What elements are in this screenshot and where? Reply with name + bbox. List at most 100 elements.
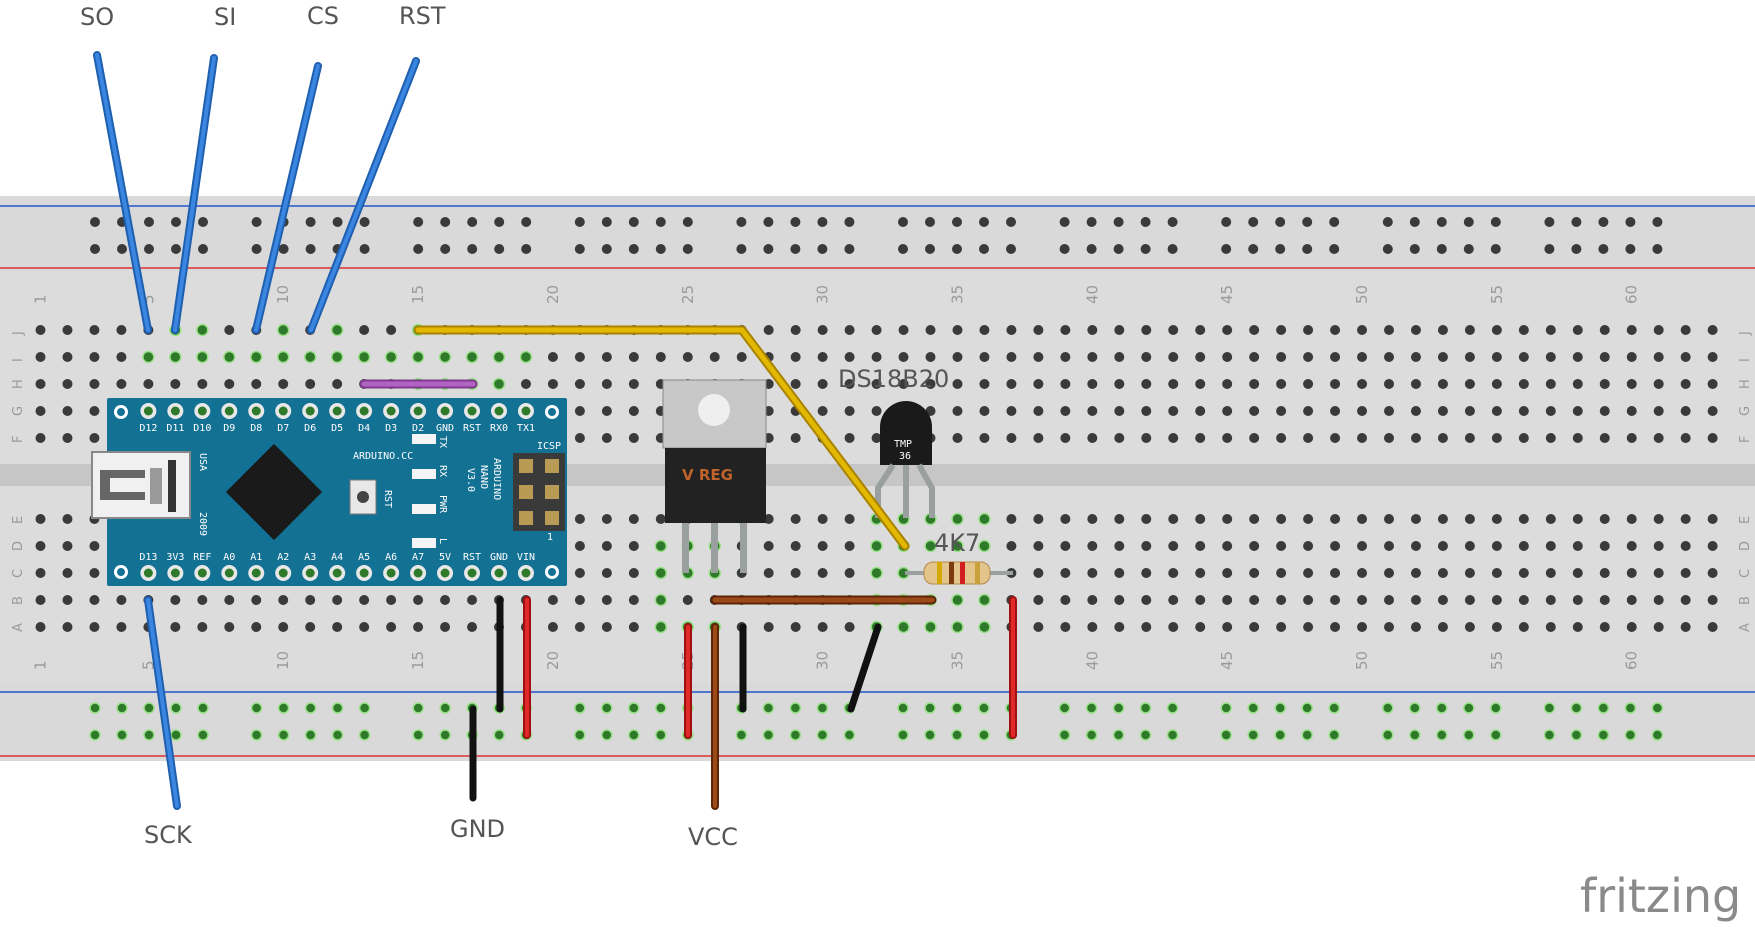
svg-text:G: G xyxy=(1738,406,1753,416)
svg-text:30: 30 xyxy=(814,651,832,670)
svg-text:3V3: 3V3 xyxy=(166,552,184,563)
svg-text:B: B xyxy=(1738,596,1753,605)
svg-text:I: I xyxy=(1738,358,1753,362)
svg-text:J: J xyxy=(1738,331,1753,336)
ds18b20-sensor: TMP 36 xyxy=(875,401,935,518)
svg-text:1: 1 xyxy=(32,294,50,304)
svg-text:A: A xyxy=(11,623,26,632)
svg-text:35: 35 xyxy=(948,651,966,670)
svg-text:10: 10 xyxy=(274,651,292,670)
arduino-board xyxy=(107,398,567,586)
svg-text:J: J xyxy=(11,331,26,336)
svg-text:C: C xyxy=(11,569,26,578)
svg-text:10: 10 xyxy=(274,285,292,304)
breadboard-top-rail xyxy=(0,196,1755,271)
wires xyxy=(93,51,1017,810)
svg-text:E: E xyxy=(11,516,26,524)
icsp-label: ICSP xyxy=(537,441,561,452)
label-sck: SCK xyxy=(144,821,193,849)
svg-text:A2: A2 xyxy=(277,552,289,563)
label-cs: CS xyxy=(307,2,339,30)
svg-text:5: 5 xyxy=(139,294,157,304)
resistor-4k7 xyxy=(905,561,1013,585)
svg-text:GND: GND xyxy=(436,423,454,434)
svg-text:45: 45 xyxy=(1218,285,1236,304)
svg-text:A6: A6 xyxy=(385,552,397,563)
svg-text:D13: D13 xyxy=(139,552,157,563)
wire-gnd-sensor xyxy=(847,623,882,713)
sensor-name: DS18B20 xyxy=(838,365,949,393)
svg-text:60: 60 xyxy=(1623,651,1641,670)
svg-text:30: 30 xyxy=(814,285,832,304)
label-rst: RST xyxy=(399,2,446,30)
vreg-label: V REG xyxy=(682,466,733,484)
svg-text:D2: D2 xyxy=(412,423,424,434)
svg-text:D11: D11 xyxy=(166,423,184,434)
svg-text:D4: D4 xyxy=(358,423,370,434)
svg-text:45: 45 xyxy=(1218,651,1236,670)
svg-text:D7: D7 xyxy=(277,423,289,434)
svg-text:D3: D3 xyxy=(385,423,397,434)
svg-text:25: 25 xyxy=(679,285,697,304)
svg-text:D8: D8 xyxy=(250,423,262,434)
svg-text:E: E xyxy=(1738,516,1753,524)
svg-text:A4: A4 xyxy=(331,552,343,563)
label-gnd: GND xyxy=(450,815,505,843)
svg-text:B: B xyxy=(11,596,26,605)
svg-text:A7: A7 xyxy=(412,552,424,563)
svg-text:F: F xyxy=(11,436,26,443)
led-label-tx: TX xyxy=(437,436,448,448)
icsp-pin-one: 1 xyxy=(547,532,553,543)
voltage-regulator: V REG xyxy=(662,379,767,573)
svg-text:GND: GND xyxy=(490,552,508,563)
svg-text:1: 1 xyxy=(32,660,50,670)
svg-text:D5: D5 xyxy=(331,423,343,434)
svg-text:F: F xyxy=(1738,436,1753,443)
label-vcc: VCC xyxy=(688,823,738,851)
svg-text:VIN: VIN xyxy=(517,552,535,563)
svg-text:RST: RST xyxy=(463,423,481,434)
svg-text:H: H xyxy=(11,379,26,389)
model-line-1: ARDUINO xyxy=(491,458,502,500)
country-label: USA xyxy=(197,453,208,471)
svg-text:TX1: TX1 xyxy=(517,423,535,434)
svg-text:5: 5 xyxy=(139,660,157,670)
usb-port-icon xyxy=(100,470,145,500)
onboard-leds: TX RX PWR L xyxy=(412,434,448,548)
svg-text:D12: D12 xyxy=(139,423,157,434)
svg-text:D: D xyxy=(11,541,26,551)
reset-button[interactable] xyxy=(349,479,377,515)
svg-text:55: 55 xyxy=(1488,651,1506,670)
svg-text:40: 40 xyxy=(1083,651,1101,670)
microcontroller-chip xyxy=(225,443,323,541)
svg-text:A0: A0 xyxy=(223,552,235,563)
svg-text:G: G xyxy=(11,406,26,416)
svg-text:20: 20 xyxy=(544,651,562,670)
led-label-rx: RX xyxy=(437,465,448,477)
fritzing-watermark: fritzing xyxy=(1580,869,1741,923)
column-numbers: 1155101015152020252530303535404045455050… xyxy=(32,285,1641,670)
svg-text:50: 50 xyxy=(1353,651,1371,670)
breadboard-holes xyxy=(35,217,1718,741)
svg-text:REF: REF xyxy=(193,552,211,563)
svg-text:A1: A1 xyxy=(250,552,262,563)
year-label: 2009 xyxy=(197,512,208,536)
svg-text:RX0: RX0 xyxy=(490,423,508,434)
svg-text:D: D xyxy=(1738,541,1753,551)
svg-text:D6: D6 xyxy=(304,423,316,434)
svg-text:15: 15 xyxy=(409,651,427,670)
icsp-header xyxy=(513,453,565,531)
svg-text:D9: D9 xyxy=(223,423,235,434)
led-label-pwr: PWR xyxy=(437,495,448,514)
arduino-brand: ARDUINO.CC xyxy=(353,451,413,462)
svg-text:H: H xyxy=(1738,379,1753,389)
svg-text:40: 40 xyxy=(1083,285,1101,304)
led-label-l: L xyxy=(437,538,448,544)
model-line-3: V3.0 xyxy=(465,468,476,492)
svg-text:A: A xyxy=(1738,623,1753,632)
svg-text:C: C xyxy=(1738,569,1753,578)
